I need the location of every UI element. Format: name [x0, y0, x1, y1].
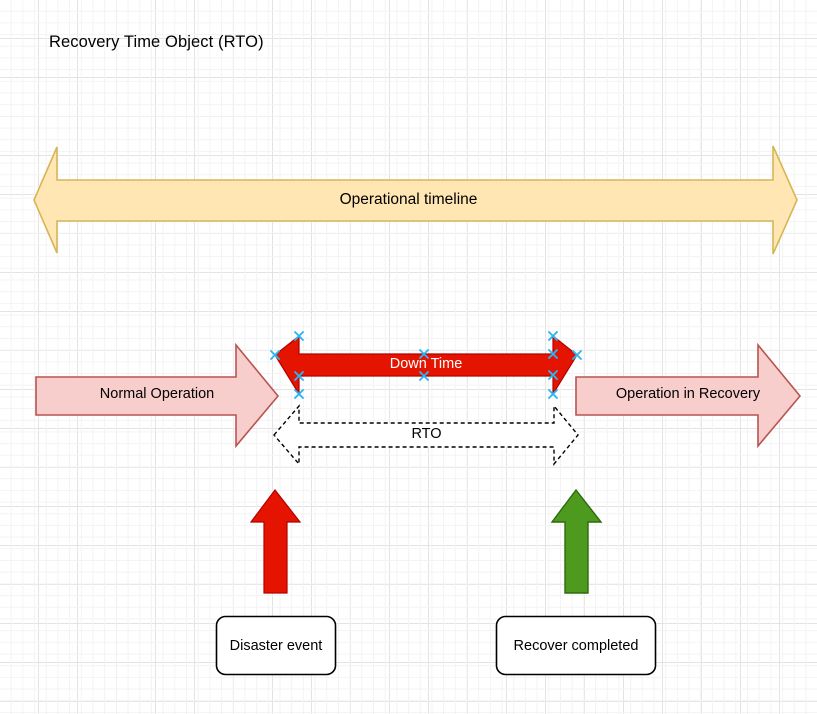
rto-arrow[interactable]: [273, 404, 579, 466]
handle-right-head-bottom: [548, 389, 558, 399]
normal-operation-arrow[interactable]: [35, 342, 280, 449]
handle-left-head-top: [294, 331, 304, 341]
disaster-event-marker-arrow[interactable]: [249, 489, 302, 594]
operational-timeline-label: Operational timeline: [339, 191, 478, 208]
handle-right-tip: [572, 350, 582, 360]
rto-label: RTO: [411, 426, 442, 442]
handle-left-tail-bottom: [294, 389, 304, 399]
recover-completed-box[interactable]: [495, 615, 657, 676]
operation-in-recovery-arrow[interactable]: [575, 342, 802, 449]
handle-right-head-top: [548, 331, 558, 341]
handle-left-head-bottom: [294, 371, 304, 381]
page-title: Recovery Time Object (RTO): [49, 33, 264, 51]
handle-left-tip: [270, 350, 280, 360]
normal-operation-label: Normal Operation: [99, 386, 215, 402]
disaster-event-box-label: Disaster event: [229, 637, 323, 654]
handle-top-middle: [419, 349, 429, 359]
disaster-event-box[interactable]: [215, 615, 337, 676]
operation-in-recovery-label: Operation in Recovery: [615, 386, 761, 402]
down-time-label: Down Time: [389, 356, 463, 372]
handle-right-inner-bottom: [548, 370, 558, 380]
recover-completed-box-label: Recover completed: [513, 637, 639, 654]
recover-completed-marker-arrow[interactable]: [550, 488, 603, 594]
operational-timeline-arrow[interactable]: [33, 145, 798, 255]
handle-bottom-middle: [419, 371, 429, 381]
handle-right-inner-top: [548, 349, 558, 359]
